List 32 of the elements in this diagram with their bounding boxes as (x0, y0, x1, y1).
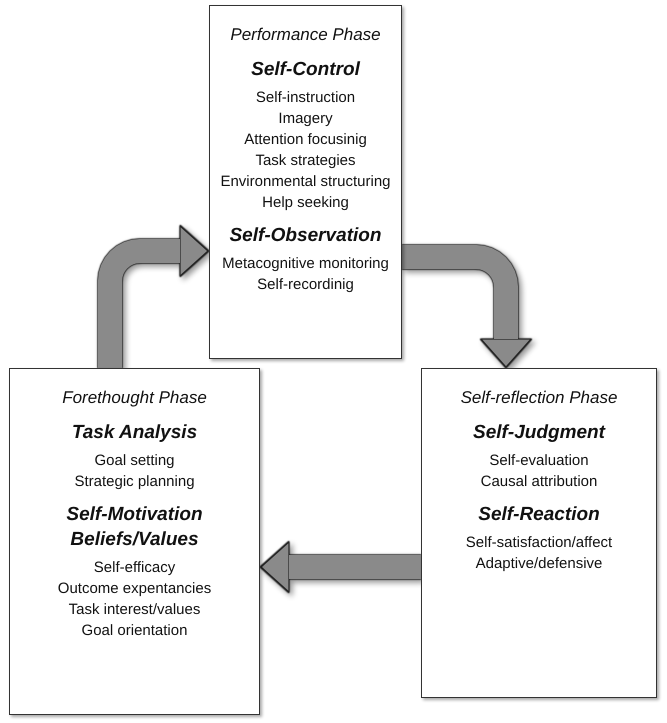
list-item: Help seeking (262, 193, 349, 213)
phase-title: Performance Phase (230, 24, 381, 45)
list-item: Causal attribution (480, 472, 598, 492)
phase-title: Forethought Phase (62, 387, 207, 408)
phase-box (421, 368, 657, 698)
list-item: Strategic planning (74, 472, 195, 492)
list-item: Task interest/values (68, 600, 200, 620)
section-heading: Self-Observation (229, 224, 382, 248)
list-item: Self-evaluation (489, 451, 589, 471)
section-heading: Task Analysis (72, 421, 198, 445)
section-heading: Self-Reaction (478, 503, 600, 527)
section-heading: Self-Control (251, 58, 360, 82)
block-arrow (98, 225, 209, 368)
list-item: Self-recordinig (257, 275, 354, 295)
list-item: Goal setting (94, 451, 175, 471)
list-item: Adaptive/defensive (476, 554, 602, 574)
phase-box (209, 5, 402, 359)
list-item: Goal orientation (82, 621, 188, 641)
list-item: Task strategies (255, 151, 356, 171)
list-item: Environmental structuring (220, 172, 391, 192)
block-arrow (260, 541, 421, 593)
section-heading: Self-Motivation Beliefs/Values (65, 503, 204, 552)
list-item: Metacognitive monitoring (222, 254, 389, 274)
phase-title: Self-reflection Phase (460, 387, 618, 408)
list-item: Imagery (278, 109, 333, 129)
list-item: Self-instruction (256, 88, 356, 108)
phase-box (9, 368, 260, 715)
list-item: Self-satisfaction/affect (466, 533, 612, 553)
list-item: Outcome expentancies (58, 579, 212, 599)
list-item: Attention focusinig (244, 130, 367, 150)
section-heading: Self-Judgment (473, 421, 605, 445)
list-item: Self-efficacy (94, 558, 176, 578)
